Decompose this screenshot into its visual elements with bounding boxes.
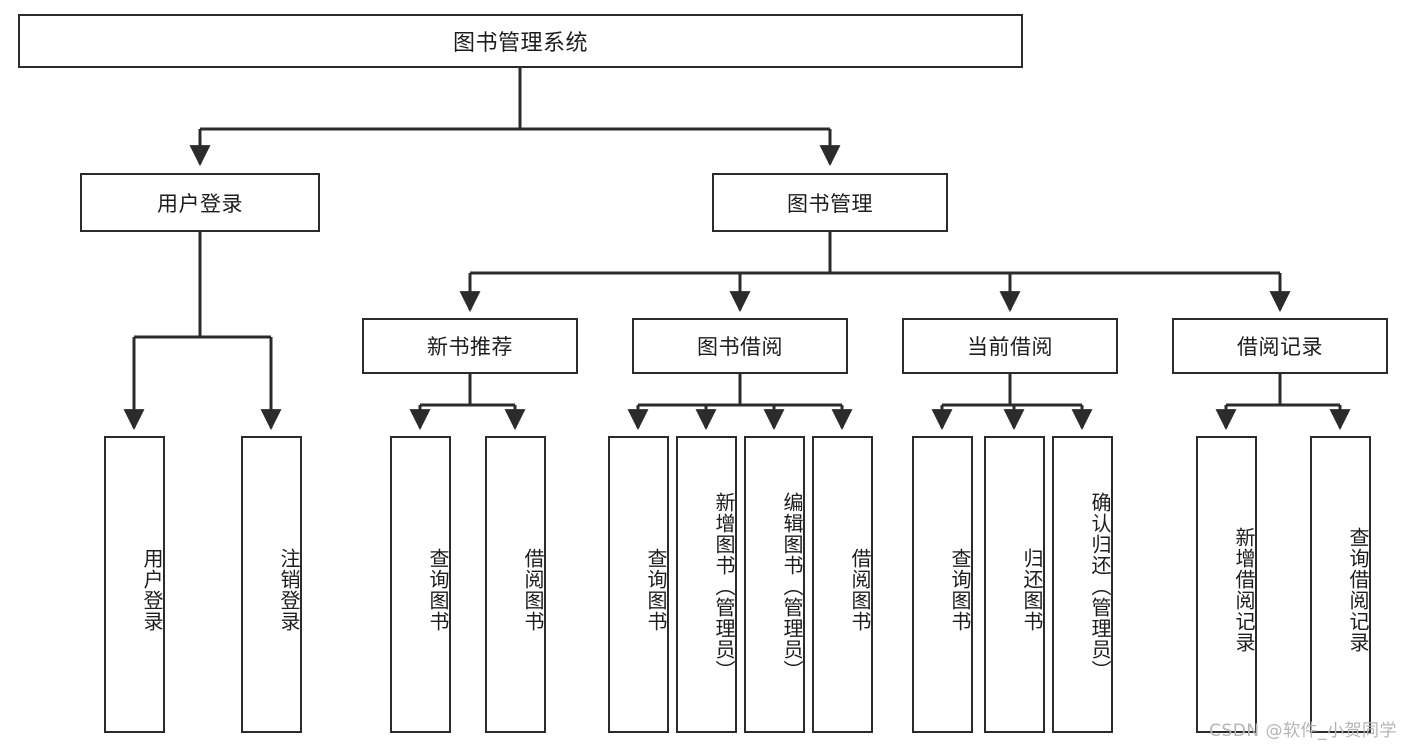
node-borrow-record[interactable]: 借阅记录 [1172,318,1388,374]
node-label: 图书管理 [787,191,873,216]
leaf-add-book-admin[interactable]: 新增图书（管理员） [676,436,737,733]
node-label: 用户登录 [140,547,164,632]
node-label: 编辑图书（管理员） [780,492,804,681]
node-label: 注销登录 [277,547,301,632]
node-label: 查询图书 [426,547,450,632]
leaf-logout[interactable]: 注销登录 [241,436,302,733]
node-label: 借阅图书 [521,547,545,632]
leaf-return-book[interactable]: 归还图书 [984,436,1045,733]
leaf-edit-book-admin[interactable]: 编辑图书（管理员） [744,436,805,733]
node-label: 确认归还（管理员） [1088,492,1112,681]
node-book-management[interactable]: 图书管理 [712,173,948,232]
leaf-borrow-book-new[interactable]: 借阅图书 [485,436,546,733]
leaf-query-borrow-record[interactable]: 查询借阅记录 [1310,436,1371,733]
leaf-borrow-book[interactable]: 借阅图书 [812,436,873,733]
node-label: 图书管理系统 [452,31,588,56]
node-label: 用户登录 [157,191,243,216]
node-new-book-recommend[interactable]: 新书推荐 [362,318,578,374]
node-user-login[interactable]: 用户登录 [80,173,320,232]
leaf-query-book-current[interactable]: 查询图书 [912,436,973,733]
node-label: 借阅记录 [1237,335,1323,359]
leaf-user-login[interactable]: 用户登录 [104,436,165,733]
node-label: 新书推荐 [427,335,513,359]
node-label: 查询图书 [644,547,668,632]
leaf-query-book-new[interactable]: 查询图书 [390,436,451,733]
node-label: 新增借阅记录 [1232,526,1256,653]
node-label: 新增图书（管理员） [712,492,736,681]
leaf-confirm-return-admin[interactable]: 确认归还（管理员） [1052,436,1113,733]
node-label: 归还图书 [1020,547,1044,632]
leaf-query-book-borrow[interactable]: 查询图书 [608,436,669,733]
leaf-add-borrow-record[interactable]: 新增借阅记录 [1196,436,1257,733]
node-label: 当前借阅 [967,335,1053,359]
node-label: 图书借阅 [697,335,783,359]
node-current-borrow[interactable]: 当前借阅 [902,318,1118,374]
node-label: 借阅图书 [848,547,872,632]
node-book-borrow[interactable]: 图书借阅 [632,318,848,374]
node-label: 查询借阅记录 [1346,526,1370,653]
csdn-watermark: CSDN @软件_小贺同学 [1209,721,1397,741]
node-label: 查询图书 [948,547,972,632]
node-root-system[interactable]: 图书管理系统 [18,14,1023,68]
